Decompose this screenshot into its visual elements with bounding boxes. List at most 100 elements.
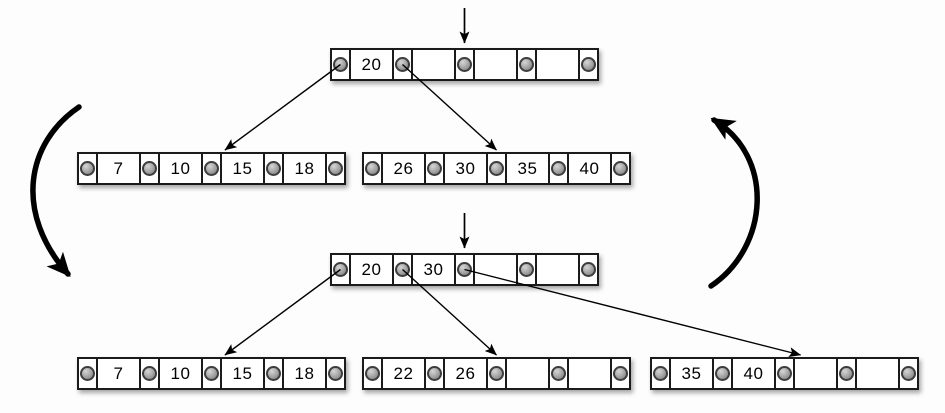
pointer-dot-icon [333, 262, 348, 277]
key-slot: 26 [381, 152, 426, 185]
pointer-slot [454, 48, 475, 81]
pointer-dot-icon [715, 366, 730, 381]
pointer-slot [578, 48, 599, 81]
pointer-dot-icon [204, 161, 219, 176]
pointer-slot [263, 152, 284, 185]
pointer-dot-icon [551, 161, 566, 176]
pointer-dot-icon [365, 161, 380, 176]
pointer-dot-icon [266, 366, 281, 381]
pointer-dot-icon [653, 366, 668, 381]
key-slot: 7 [96, 357, 141, 390]
pointer-dot-icon [901, 366, 916, 381]
pointer-dot-icon [551, 366, 566, 381]
key-slot: 35 [669, 357, 714, 390]
pointer-slot [454, 253, 475, 286]
pointer-dot-icon [457, 262, 472, 277]
pointer-slot [139, 152, 160, 185]
pointer-slot [139, 357, 160, 390]
pointer-dot-icon [328, 161, 343, 176]
pointer-edge-bottom-root-to-bottom-child1 [224, 268, 341, 356]
key-slot [535, 253, 580, 286]
pointer-dot-icon [839, 366, 854, 381]
pointer-slot [486, 357, 507, 390]
pointer-dot-icon [142, 161, 157, 176]
pointer-slot [610, 357, 631, 390]
pointer-dot-icon [365, 366, 380, 381]
key-slot: 15 [220, 152, 265, 185]
pointer-slot [774, 357, 795, 390]
key-slot [793, 357, 838, 390]
pointer-slot [263, 357, 284, 390]
pointer-slot [610, 152, 631, 185]
pointer-slot [201, 152, 222, 185]
pointer-slot [712, 357, 733, 390]
pointer-edge-top-root-to-top-child1 [224, 63, 341, 151]
key-slot: 7 [96, 152, 141, 185]
key-slot: 40 [731, 357, 776, 390]
pointer-slot [201, 357, 222, 390]
btree-node-top-child1: 7 10 15 18 [77, 152, 346, 185]
pointer-slot [77, 357, 98, 390]
pointer-dot-icon [457, 57, 472, 72]
key-slot: 18 [282, 357, 327, 390]
pointer-dot-icon [204, 366, 219, 381]
key-slot: 18 [282, 152, 327, 185]
pointer-dot-icon [489, 366, 504, 381]
key-slot: 40 [567, 152, 612, 185]
pointer-dot-icon [613, 366, 628, 381]
key-slot [473, 253, 518, 286]
pointer-slot [650, 357, 671, 390]
cycle-arrow-right [708, 117, 760, 289]
pointer-dot-icon [395, 57, 410, 72]
key-slot [567, 357, 612, 390]
key-slot [855, 357, 900, 390]
pointer-dot-icon [581, 57, 596, 72]
btree-node-top-root: 20 [330, 48, 599, 81]
key-slot [505, 357, 550, 390]
pointer-slot [330, 253, 351, 286]
pointer-slot [392, 253, 413, 286]
pointer-dot-icon [395, 262, 410, 277]
key-slot: 10 [158, 152, 203, 185]
pointer-dot-icon [777, 366, 792, 381]
pointer-dot-icon [489, 161, 504, 176]
key-slot [535, 48, 580, 81]
pointer-dot-icon [142, 366, 157, 381]
btree-node-top-child2: 26 30 35 40 [362, 152, 631, 185]
pointer-slot [362, 152, 383, 185]
pointer-dot-icon [519, 57, 534, 72]
pointer-slot [424, 152, 445, 185]
pointer-slot [424, 357, 445, 390]
pointer-dot-icon [80, 366, 95, 381]
pointer-slot [516, 253, 537, 286]
key-slot: 30 [411, 253, 456, 286]
key-slot: 26 [443, 357, 488, 390]
btree-node-bottom-child3: 35 40 [650, 357, 919, 390]
pointer-slot [486, 152, 507, 185]
pointer-dot-icon [266, 161, 281, 176]
pointer-slot [836, 357, 857, 390]
key-slot [473, 48, 518, 81]
pointer-dot-icon [427, 161, 442, 176]
pointer-slot [578, 253, 599, 286]
pointer-slot [392, 48, 413, 81]
cycle-arrow-left [30, 104, 82, 277]
pointer-slot [325, 357, 346, 390]
key-slot: 22 [381, 357, 426, 390]
key-slot: 15 [220, 357, 265, 390]
key-slot: 20 [349, 48, 394, 81]
pointer-slot [548, 152, 569, 185]
pointer-dot-icon [519, 262, 534, 277]
pointer-slot [325, 152, 346, 185]
key-slot: 30 [443, 152, 488, 185]
pointer-dot-icon [80, 161, 95, 176]
pointer-slot [898, 357, 919, 390]
pointer-slot [362, 357, 383, 390]
key-slot: 35 [505, 152, 550, 185]
pointer-slot [77, 152, 98, 185]
pointer-dot-icon [328, 366, 343, 381]
pointer-slot [516, 48, 537, 81]
key-slot [411, 48, 456, 81]
pointer-dot-icon [613, 161, 628, 176]
